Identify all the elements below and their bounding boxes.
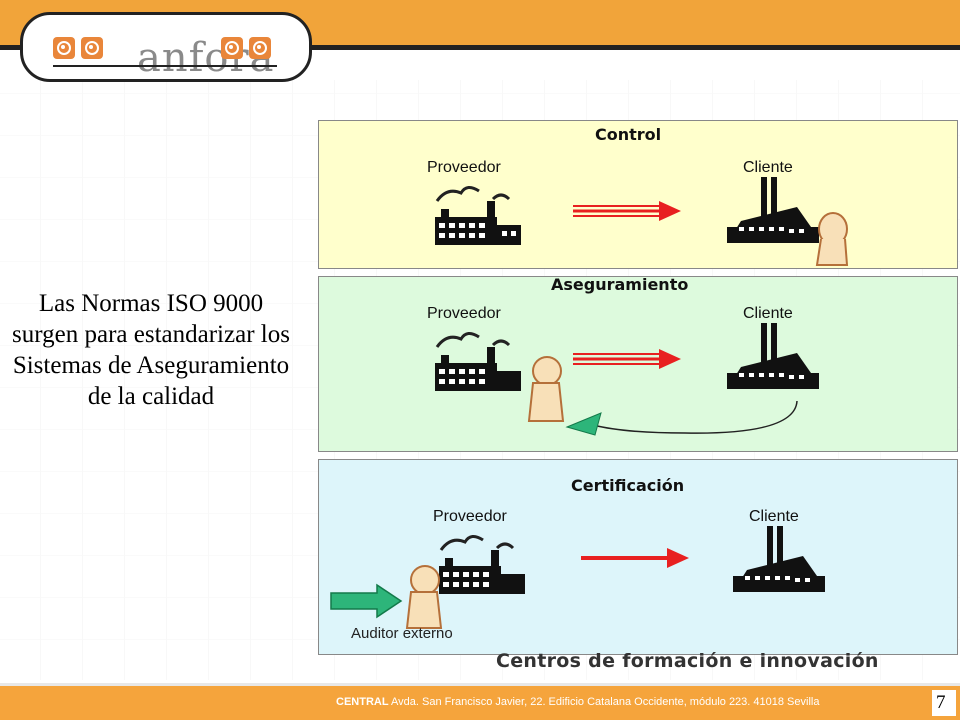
inspector-icon: [527, 356, 565, 422]
logo-underline: [53, 65, 277, 67]
panel-title: Aseguramiento: [551, 275, 689, 294]
footer-title: Centros de formación e innovación: [496, 650, 879, 672]
provider-label: Proveedor: [427, 159, 501, 176]
provider-label: Proveedor: [427, 305, 501, 322]
swirl-icon: [221, 37, 243, 59]
logo: anfora: [20, 12, 312, 82]
header-rule: [0, 45, 960, 50]
arrow-right-green-icon: [330, 583, 403, 619]
panel-certificacion: Certificación Proveedor Cliente Auditor …: [318, 459, 958, 655]
central-label: CENTRAL: [336, 696, 389, 708]
factory-inspector-icon: [727, 177, 849, 266]
swirl-icon: [249, 37, 271, 59]
footer-address: CENTRAL Avda. San Francisco Javier, 22. …: [336, 696, 819, 708]
footer-rule: [0, 683, 960, 686]
page-number: 7: [936, 692, 946, 713]
panel-aseguramiento: Aseguramiento Proveedor Cliente: [318, 275, 958, 452]
factory-icon: [435, 186, 521, 245]
factory-icon: [727, 323, 819, 389]
page-number-box: [932, 690, 956, 716]
provider-label: Proveedor: [433, 508, 507, 525]
swirl-icon: [81, 37, 103, 59]
footer-band: [0, 686, 960, 720]
panel-control: Control Proveedor Cliente: [318, 120, 958, 269]
arrow-right-icon: [573, 201, 681, 221]
panel-title: Certificación: [571, 476, 685, 495]
factory-icon: [733, 526, 825, 592]
client-label: Cliente: [743, 159, 793, 176]
client-label: Cliente: [743, 305, 793, 322]
panel-title: Control: [595, 125, 662, 144]
arrow-right-icon: [581, 548, 689, 568]
swirl-icon: [53, 37, 75, 59]
address-text: Avda. San Francisco Javier, 22. Edificio…: [391, 696, 820, 708]
feedback-arrow-icon: [565, 400, 798, 436]
client-label: Cliente: [749, 508, 799, 525]
factory-icon: [439, 535, 525, 594]
auditor-label: Auditor externo: [351, 625, 453, 642]
factory-icon: [435, 332, 521, 391]
auditor-icon: [405, 565, 443, 629]
arrow-right-icon: [573, 349, 681, 369]
intro-text: Las Normas ISO 9000 surgen para estandar…: [12, 290, 290, 410]
